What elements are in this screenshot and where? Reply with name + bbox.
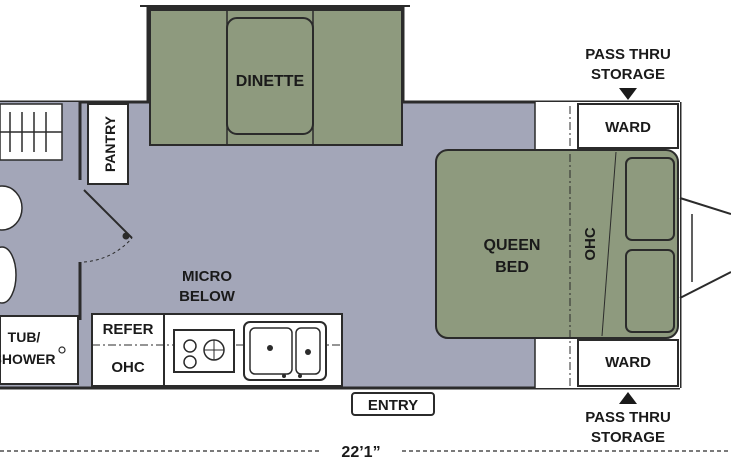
- bathroom-door: [83, 189, 133, 263]
- refer-label: REFER: [103, 321, 154, 338]
- pillow-top: [625, 157, 675, 241]
- pantry-label: PANTRY: [102, 115, 118, 172]
- wardrobe-top: [577, 103, 679, 149]
- micro-label-line1: MICRO: [182, 268, 232, 285]
- kitchen-counter: REFER OHC: [91, 313, 343, 387]
- bed-label-line1: QUEEN: [484, 237, 541, 254]
- ward-top-label: WARD: [605, 119, 651, 136]
- length-dimension: 22’1”: [0, 444, 731, 461]
- micro-label-line2: BELOW: [179, 288, 236, 305]
- arrow-down-icon: [619, 88, 637, 100]
- tub-label-line2: SHOWER: [0, 351, 56, 367]
- dinette-label: DINETTE: [236, 73, 305, 90]
- entry-label: ENTRY: [368, 397, 418, 414]
- pass-thru-top: PASS THRU STORAGE: [585, 46, 671, 100]
- pass-thru-top-line2: STORAGE: [591, 66, 665, 83]
- bathroom: TUB/ SHOWER: [0, 102, 82, 385]
- ward-bottom-label: WARD: [605, 354, 651, 371]
- pass-thru-bottom: PASS THRU STORAGE: [585, 392, 671, 446]
- pass-thru-bottom-line1: PASS THRU: [585, 409, 671, 426]
- refrigerator: [91, 313, 165, 387]
- pantry: PANTRY: [87, 103, 129, 185]
- stove-icon: [173, 329, 235, 373]
- toilet-icon: [0, 185, 23, 231]
- kitchen-ohc-label: OHC: [111, 359, 145, 376]
- pillow-bottom: [625, 249, 675, 333]
- entry-door: ENTRY: [351, 392, 435, 416]
- pass-thru-top-line1: PASS THRU: [585, 46, 671, 63]
- bathroom-sink-icon: [0, 246, 17, 304]
- tub-label-line1: TUB/: [8, 329, 41, 345]
- hitch: [679, 197, 731, 299]
- bed-label-line2: BED: [495, 259, 529, 276]
- linen-shelves: [0, 103, 63, 161]
- bedroom-ohc-label: OHC: [582, 227, 599, 261]
- dinette-slideout: DINETTE: [149, 9, 403, 146]
- tub-shower: [0, 315, 79, 385]
- wardrobe-bottom: [577, 339, 679, 387]
- kitchen-sink-icon: [243, 321, 327, 381]
- pass-thru-bottom-line2: STORAGE: [591, 429, 665, 446]
- queen-bed: [435, 149, 679, 339]
- length-label: 22’1”: [341, 444, 380, 461]
- bedroom: WARD WARD QUEEN BED OHC: [435, 102, 680, 388]
- arrow-up-icon: [619, 392, 637, 404]
